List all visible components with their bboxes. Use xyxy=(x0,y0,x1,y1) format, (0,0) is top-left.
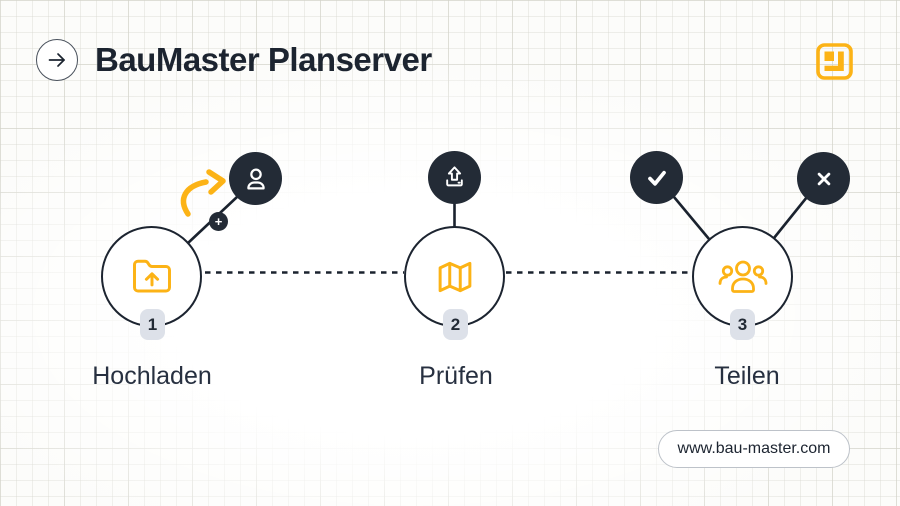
satellite-upload xyxy=(428,151,481,204)
step-circle-teilen xyxy=(692,226,793,327)
website-url: www.bau-master.com xyxy=(677,440,831,457)
map-icon xyxy=(438,261,471,292)
brick-grid-icon xyxy=(816,43,853,80)
user-icon xyxy=(246,168,265,189)
satellite-check xyxy=(630,151,683,204)
x-icon xyxy=(817,172,830,185)
step-label-hochladen: Hochladen xyxy=(92,362,212,390)
website-pill[interactable]: www.bau-master.com xyxy=(658,430,850,468)
step-label-pruefen: Prüfen xyxy=(419,362,493,390)
stem-x xyxy=(772,196,809,239)
back-button[interactable] xyxy=(36,39,78,81)
satellite-x xyxy=(797,152,850,205)
step-number-badge: 1 xyxy=(140,309,165,340)
users-icon xyxy=(718,260,767,293)
step-number-badge: 2 xyxy=(443,309,468,340)
arrow-right-icon xyxy=(48,53,65,67)
check-icon xyxy=(647,170,666,186)
satellite-user xyxy=(229,152,282,205)
step-label-teilen: Teilen xyxy=(714,362,780,390)
stem-check xyxy=(673,196,710,240)
plus-icon: + xyxy=(209,212,228,231)
folder-upload-icon xyxy=(132,259,171,292)
swoosh-arrow-icon xyxy=(180,169,226,217)
step-number-badge: 3 xyxy=(730,309,755,340)
upload-tray-icon xyxy=(446,166,463,187)
page-title: BauMaster Planserver xyxy=(95,41,432,78)
